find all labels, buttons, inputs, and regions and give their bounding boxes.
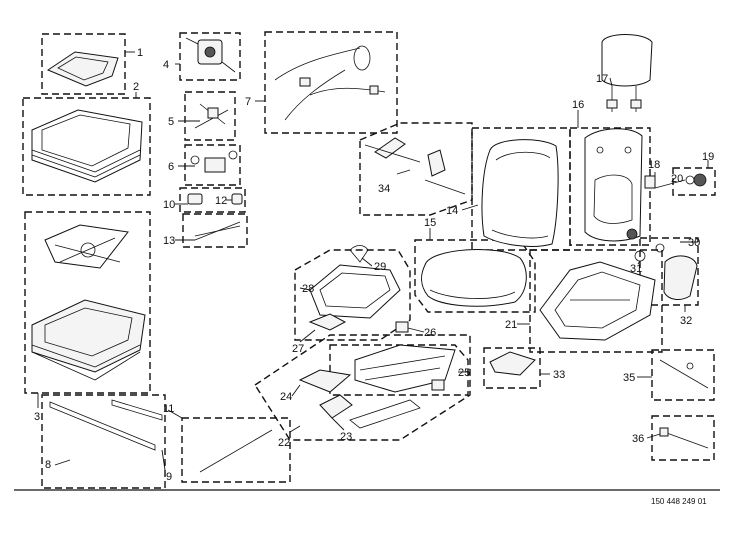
frame-36	[651, 415, 715, 461]
callout-15: 15	[424, 217, 436, 229]
part-seat-frame-28	[308, 264, 401, 331]
frame-25	[329, 344, 469, 396]
part-rod-11	[199, 429, 273, 473]
part-seat-belt	[364, 137, 466, 195]
frame-30-32	[639, 237, 699, 306]
callout-35: 35	[623, 372, 635, 384]
part-bracket-33	[489, 351, 536, 376]
callout-9: 9	[166, 471, 172, 483]
callout-1: 1	[137, 47, 143, 59]
callout-28: 28	[302, 283, 314, 295]
part-cable-36	[663, 431, 709, 449]
callout-8: 8	[45, 459, 51, 471]
callout-31: 31	[630, 263, 642, 275]
part-bracket-18	[644, 175, 656, 189]
frame-19	[672, 167, 716, 196]
callout-29: 29	[374, 261, 386, 273]
part-compressor	[185, 37, 236, 73]
part-seat-pan	[539, 261, 656, 341]
part-plate-24	[298, 369, 352, 393]
part-suspension-unit	[31, 224, 146, 381]
frame-3	[24, 211, 151, 394]
part-drawings	[31, 34, 709, 473]
frame-1	[41, 33, 126, 95]
callout-33: 33	[553, 369, 565, 381]
callout-12: 12	[215, 195, 227, 207]
part-backrest-frame	[584, 128, 643, 242]
frame-5	[184, 91, 236, 141]
callout-26: 26	[424, 327, 436, 339]
callout-24: 24	[280, 391, 292, 403]
callout-16: 16	[572, 99, 584, 111]
part-seat-cushion	[421, 249, 527, 307]
frame-21	[529, 249, 663, 353]
callout-13: 13	[163, 235, 175, 247]
callout-11: 11	[163, 403, 174, 415]
part-cable-35	[659, 359, 709, 389]
callout-10: 10	[163, 199, 175, 211]
frame-8-9	[41, 394, 166, 489]
callout-18: 18	[648, 159, 660, 171]
callout-14: 14	[446, 205, 458, 217]
callout-19: 19	[702, 151, 714, 163]
frame-33	[483, 347, 541, 389]
part-washer-30	[655, 243, 665, 253]
frame-35	[651, 349, 715, 401]
callout-36: 36	[632, 433, 644, 445]
group-frames	[22, 31, 716, 489]
callout-3: 3	[34, 411, 40, 423]
part-clip	[187, 193, 203, 205]
part-lever	[194, 103, 229, 129]
frame-10-12	[179, 187, 246, 213]
part-wiring-harness	[274, 45, 386, 121]
callout-25: 25	[458, 367, 470, 379]
leader-lines	[37, 51, 709, 471]
frame-7	[264, 31, 398, 134]
drawing-number: 150 448 249 01	[651, 497, 707, 506]
part-armrest-32	[663, 255, 698, 300]
frame-28	[294, 249, 411, 341]
part-plate-23	[319, 394, 353, 419]
part-valve	[190, 150, 238, 173]
frame-6	[184, 144, 241, 186]
part-trim-9	[111, 399, 163, 421]
part-backrest-cushion	[481, 139, 559, 247]
frame-11	[181, 417, 291, 483]
callout-2: 2	[133, 81, 139, 93]
callout-27: 27	[292, 343, 304, 355]
callout-17: 17	[596, 73, 608, 85]
callout-23: 23	[340, 431, 352, 443]
part-rail-22	[349, 399, 421, 429]
callout-34: 34	[378, 183, 390, 195]
part-knob	[231, 193, 243, 205]
part-suspension-cover	[31, 109, 143, 183]
part-handle-29	[349, 245, 369, 263]
part-headrest	[601, 34, 653, 112]
part-knob-19	[693, 173, 707, 187]
callout-21: 21	[505, 319, 517, 331]
frame-34	[359, 122, 473, 216]
callout-22: 22	[278, 437, 290, 449]
part-washer-20	[685, 175, 695, 185]
callout-7: 7	[245, 96, 251, 108]
part-cover-plate	[46, 51, 119, 87]
frame-22	[254, 334, 471, 441]
callout-32: 32	[680, 315, 692, 327]
callout-20: 20	[671, 173, 683, 185]
callout-5: 5	[168, 116, 174, 128]
callout-labels: 1 2 3 4 5 6 7 8 9 10 11 12 13 14 15 16 1…	[34, 47, 714, 483]
frame-13	[182, 213, 248, 248]
frame-2	[22, 97, 151, 196]
part-trim-8	[49, 401, 156, 451]
part-slide-rails	[354, 344, 456, 393]
callout-30: 30	[688, 237, 700, 249]
callout-6: 6	[168, 161, 174, 173]
part-bracket-26	[395, 321, 409, 333]
callout-4: 4	[163, 59, 169, 71]
